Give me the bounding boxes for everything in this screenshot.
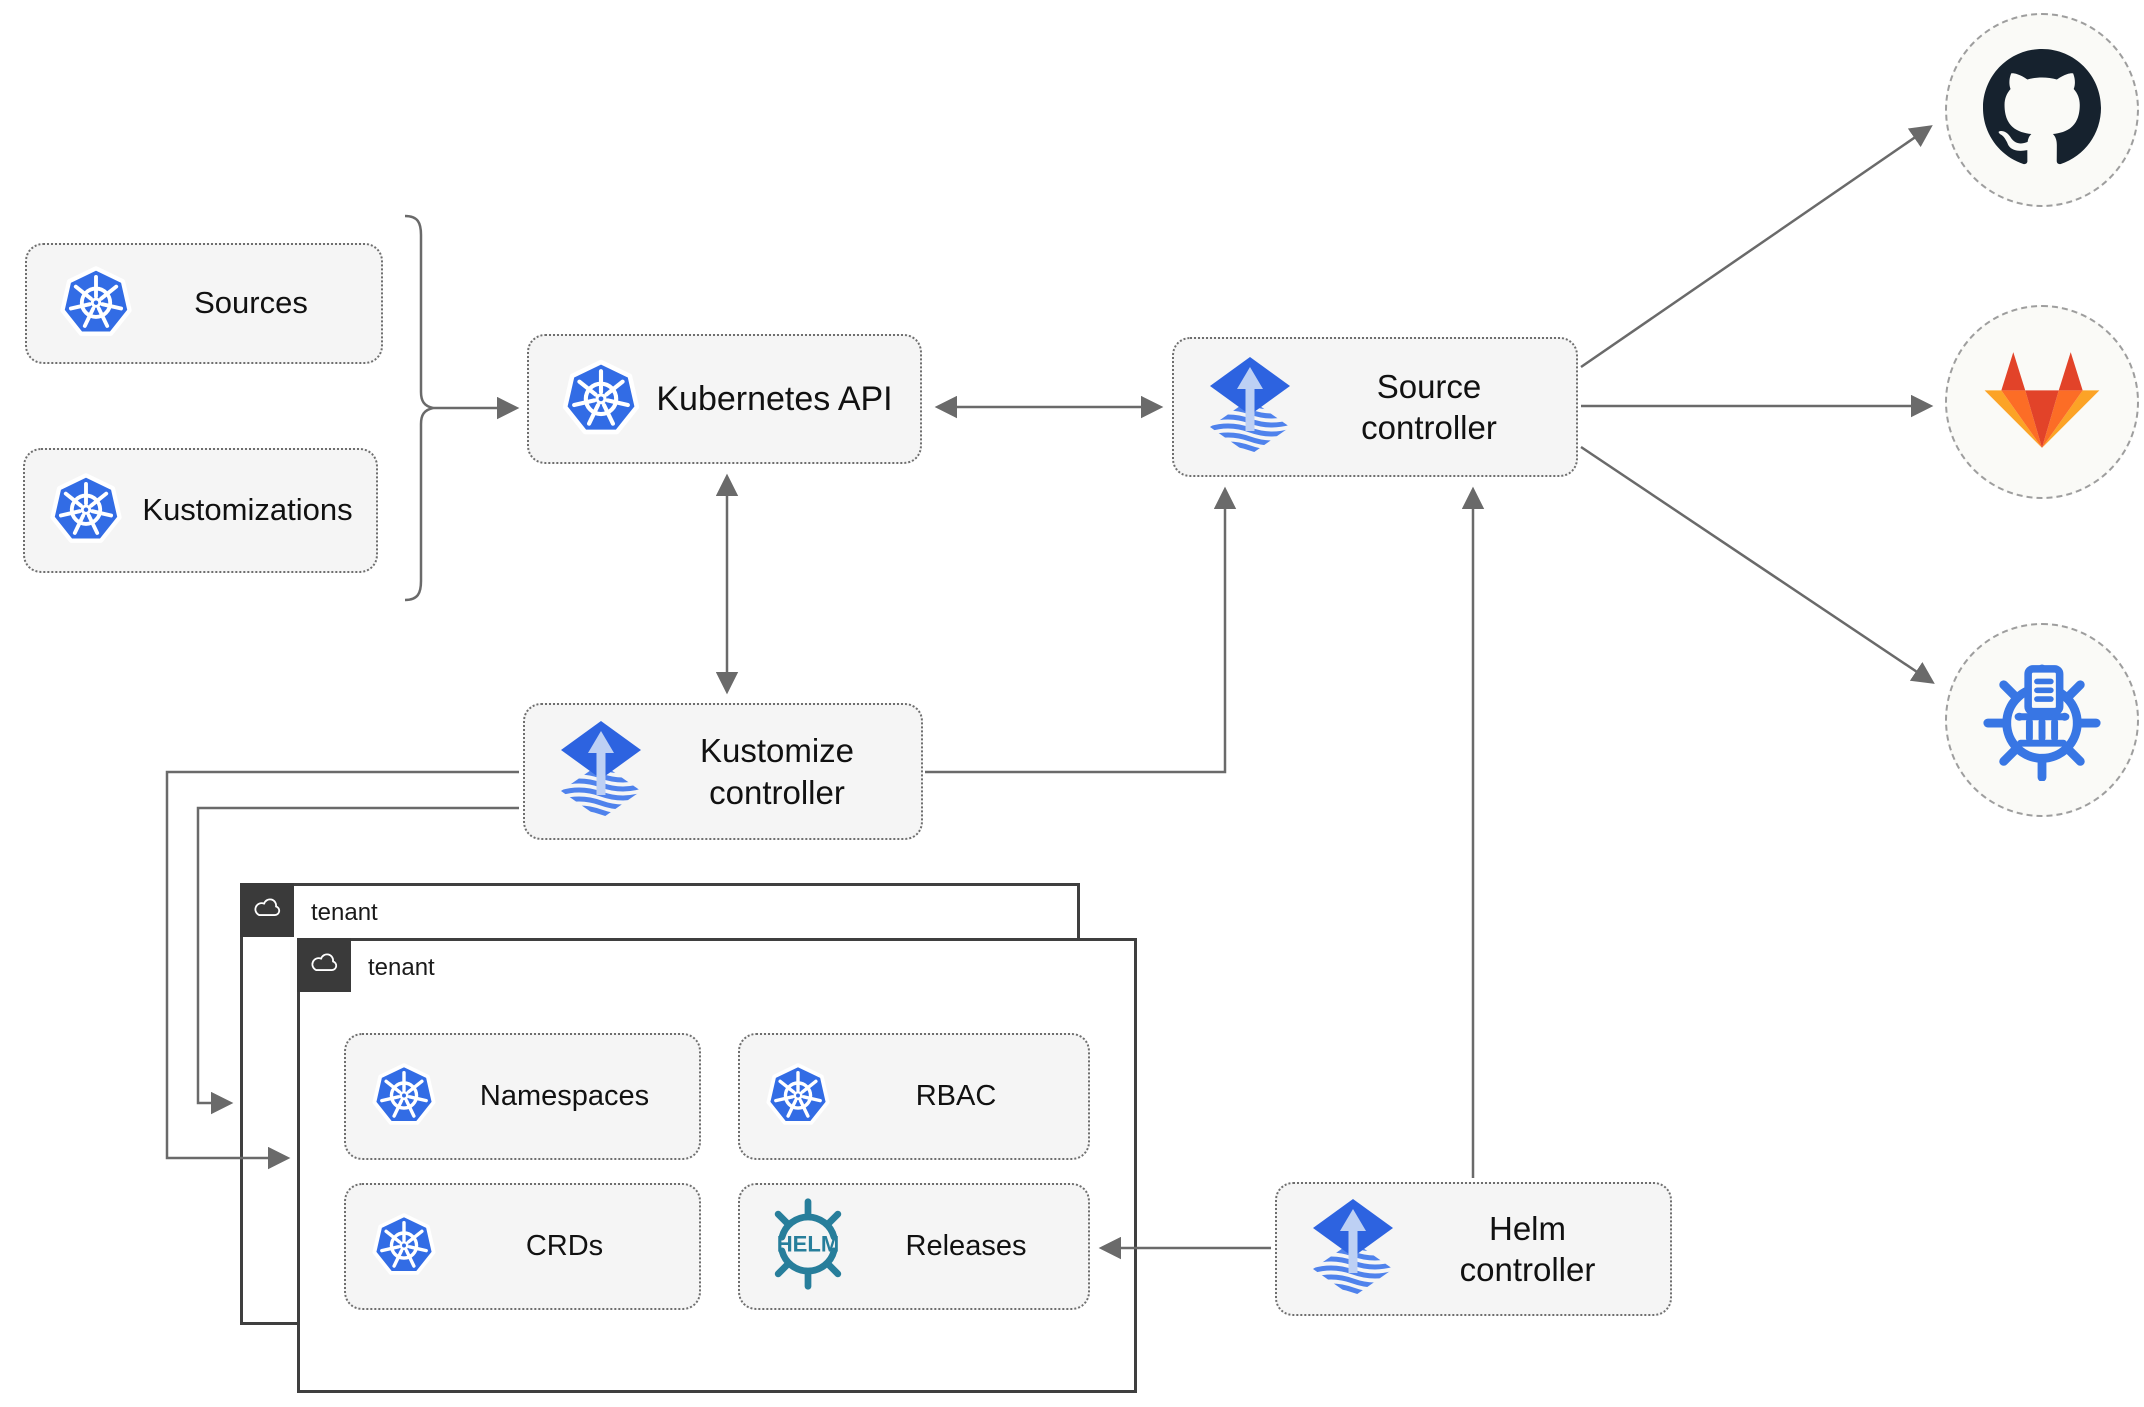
- node-label: RBAC: [915, 1080, 997, 1113]
- kubernetes-icon: [366, 1056, 442, 1137]
- node-label: CRDs: [525, 1230, 604, 1263]
- node-label: Namespaces: [479, 1080, 650, 1113]
- kubernetes-icon: [366, 1206, 442, 1287]
- cloud-icon: [297, 938, 351, 992]
- kubernetes-icon: [555, 351, 647, 448]
- cloud-icon: [240, 883, 294, 937]
- remote-gitlab: [1945, 305, 2139, 499]
- edge-source-to-chartmuseum: [1580, 445, 1935, 684]
- node-rbac: RBAC: [738, 1033, 1090, 1160]
- helm-icon: [760, 1196, 856, 1297]
- edge-kustomize-to-front-tenant: [165, 770, 519, 1170]
- remote-chartmuseum: [1945, 623, 2139, 817]
- node-kubernetes-api: Kubernetes API: [527, 334, 922, 464]
- remote-github: [1945, 13, 2139, 207]
- node-label: Kustomize controller: [699, 732, 855, 811]
- node-kustomizations: Kustomizations: [23, 448, 378, 573]
- node-label: Source controller: [1361, 367, 1497, 446]
- kubernetes-icon: [760, 1056, 836, 1137]
- tenant-label: tenant: [311, 899, 378, 926]
- node-label: Sources: [194, 285, 308, 321]
- node-label: Helm controller: [1459, 1209, 1596, 1288]
- node-sources: Sources: [25, 243, 383, 364]
- node-label: Kustomizations: [142, 492, 353, 528]
- edge-kustomize-to-source-controller: [925, 486, 1237, 774]
- github-icon: [1983, 49, 2101, 172]
- edge-source-to-github: [1580, 125, 1933, 369]
- edge-kustomize-to-back-tenant: [196, 806, 519, 1115]
- node-kustomize-controller: Kustomize controller: [523, 703, 923, 840]
- gitlab-icon: [1982, 345, 2102, 460]
- flux-icon: [1200, 355, 1300, 460]
- node-releases: Releases: [738, 1183, 1090, 1310]
- tenant-box-front: tenant: [297, 938, 1137, 1393]
- node-crds: CRDs: [344, 1183, 701, 1310]
- node-label: Releases: [905, 1230, 1027, 1263]
- kubernetes-icon: [43, 465, 129, 556]
- node-helm-controller: Helm controller: [1275, 1182, 1672, 1316]
- node-label: Kubernetes API: [656, 379, 893, 418]
- node-source-controller: Source controller: [1172, 337, 1578, 477]
- node-namespaces: Namespaces: [344, 1033, 701, 1160]
- chartmuseum-icon: [1979, 655, 2105, 786]
- bracket-sources-group: [404, 214, 434, 602]
- kubernetes-icon: [53, 258, 139, 349]
- tenant-label: tenant: [368, 954, 435, 981]
- flux-icon: [551, 719, 651, 824]
- flux-icon: [1303, 1197, 1403, 1302]
